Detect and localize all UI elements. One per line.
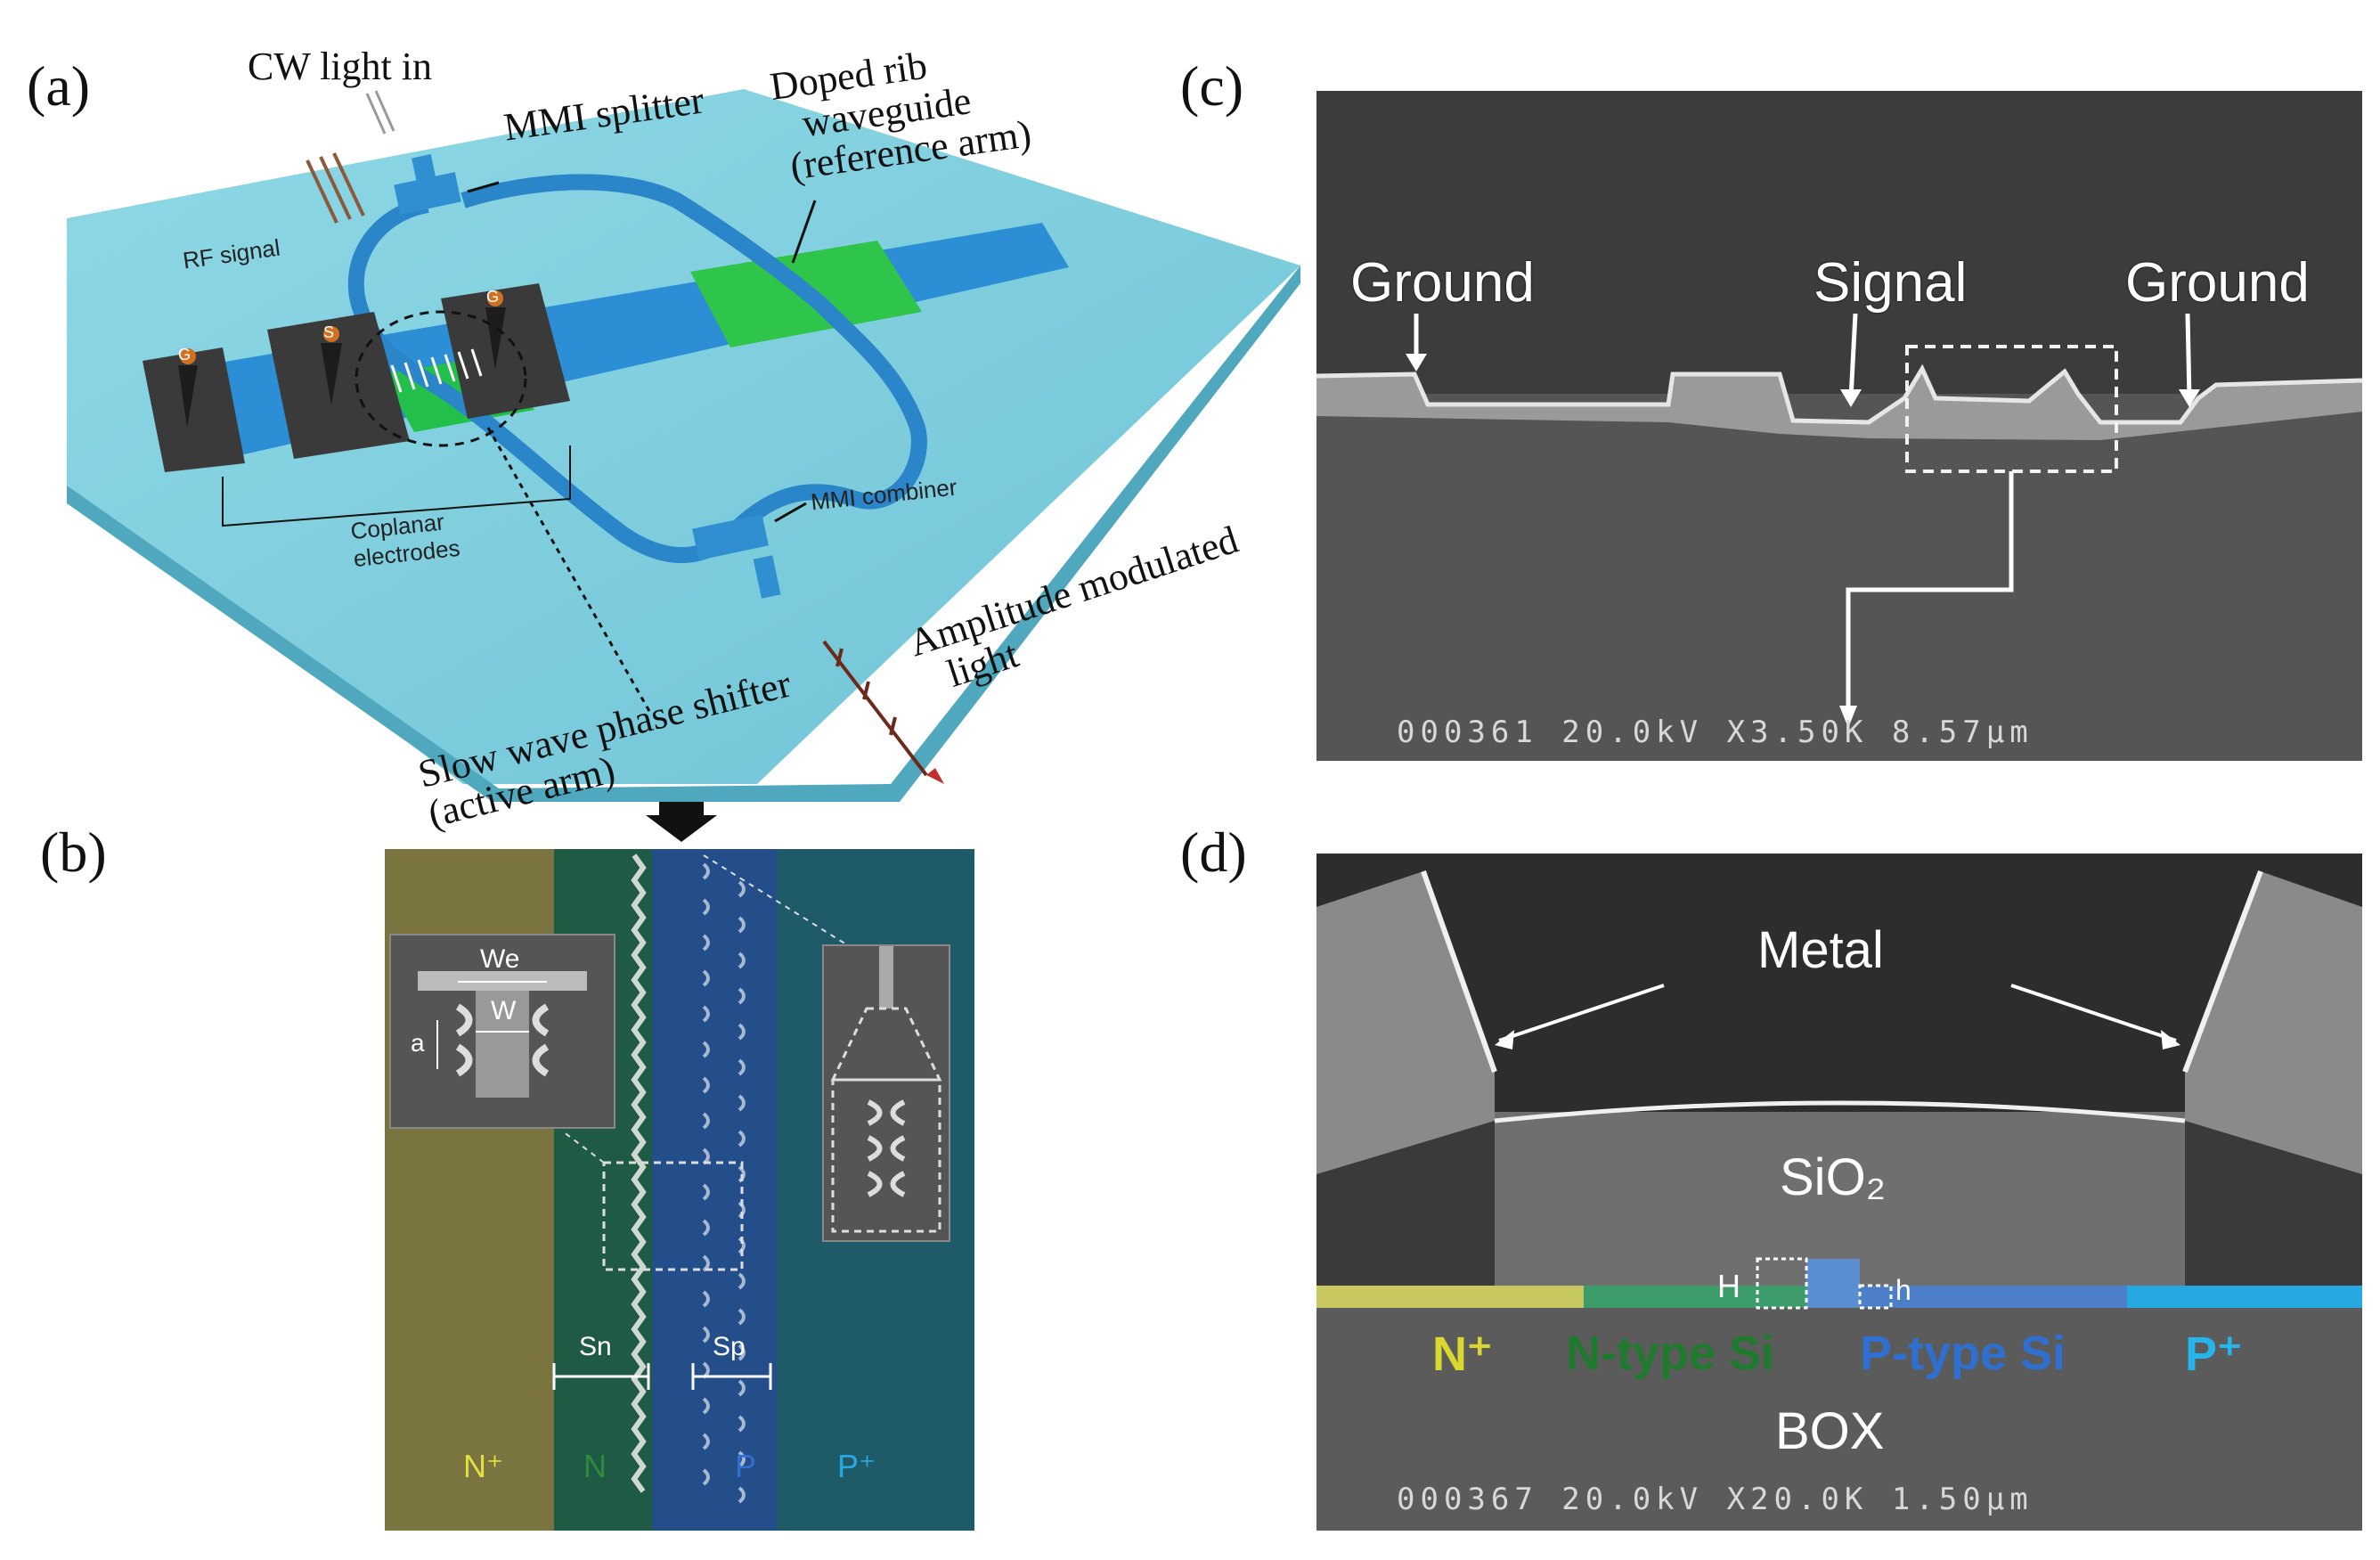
sem-image-d: Metal SiO₂ H h N⁺ N-type Si P-type Si P⁺… (1316, 854, 2362, 1531)
sem-d-structure (1316, 854, 2362, 1531)
p-type-label: P-type Si (1860, 1327, 2066, 1380)
h-big-label: H (1717, 1268, 1740, 1304)
cw-light-arrows (365, 90, 395, 135)
inset-left-structure (418, 971, 587, 1098)
metal-right (2185, 871, 2362, 1174)
probe-tip-g2 (485, 307, 506, 370)
slow-wave-marks (390, 348, 483, 393)
inset-w-label: W (491, 996, 517, 1025)
n-type-label: N-type Si (1566, 1327, 1775, 1380)
output-arrowhead (926, 768, 944, 784)
mmi-combiner-output (753, 555, 781, 599)
layer-rib (1806, 1259, 1860, 1308)
probe-tip-s (321, 343, 342, 405)
coplanar-bracket (222, 445, 571, 527)
signal-highlight-box (1905, 345, 2118, 473)
slow-wave-pointer (486, 427, 652, 714)
panel-d-label: (d) (1180, 821, 1247, 884)
p-plus-label: P⁺ (2185, 1327, 2243, 1381)
region-label-p-plus: P⁺ (837, 1448, 876, 1484)
sio2-label: SiO₂ (1780, 1148, 1887, 1206)
sem-image-c: Ground Signal Ground 000361 20.0kV X3.50… (1316, 91, 2362, 761)
box-region (1316, 1308, 2362, 1531)
sn-label: Sn (579, 1332, 612, 1361)
electrode-mark-g1: G (178, 346, 192, 363)
n-plus-label: N⁺ (1432, 1327, 1493, 1381)
signal-pointer-line (1846, 471, 2014, 715)
probe-contact-s (323, 326, 339, 342)
rf-arrows (306, 152, 365, 224)
sem-d-footer: 000367 20.0kV X20.0K 1.50μm (1397, 1482, 2034, 1517)
panel-a-label: (a) (27, 54, 91, 118)
inset-we-label: We (480, 944, 520, 974)
region-label-p: P (735, 1448, 757, 1484)
mmi-splitter-input (412, 154, 436, 184)
mmi-splitter-block (394, 172, 461, 215)
probe-tip-g1 (178, 365, 198, 428)
sem-c-structure (1316, 91, 2362, 761)
electrode-ground-left (143, 347, 245, 472)
region-p (652, 849, 777, 1531)
electrode-signal (267, 312, 410, 459)
active-region-highlight (355, 310, 527, 447)
down-arrow-icon (646, 802, 717, 842)
output-light-arrows (822, 640, 928, 777)
electrode-mark-g2: G (486, 288, 500, 306)
combiner-pointer (774, 502, 807, 523)
inset-right (822, 944, 950, 1242)
chip-edge (67, 265, 1300, 802)
signal-label: Signal (1814, 252, 1968, 314)
panel-b-label: (b) (40, 821, 107, 884)
h-small-label: h (1895, 1274, 1911, 1306)
box-label: BOX (1775, 1402, 1885, 1460)
layer-p-plus (2127, 1286, 2362, 1308)
region-label-n-plus: N⁺ (463, 1448, 503, 1484)
layer-n-type (1584, 1286, 1815, 1308)
splitter-pointer (467, 181, 500, 193)
layer-n-plus (1316, 1286, 1584, 1308)
waveguide-loop (347, 174, 927, 563)
sem-c-footer: 000361 20.0kV X3.50K 8.57μm (1397, 715, 2034, 750)
inset-a-label: a (411, 1029, 425, 1057)
ground-left-label: Ground (1350, 252, 1535, 314)
mmi-combiner-block (692, 514, 769, 560)
ground-right-label: Ground (2125, 252, 2310, 314)
electrode-mark-s: S (323, 323, 335, 341)
inset-left: We W a (389, 934, 615, 1129)
panel-a-illustration (67, 89, 1300, 802)
coplanar-label: Coplanar electrodes (349, 507, 461, 573)
region-label-n: N (583, 1448, 607, 1484)
reference-pointer (791, 200, 817, 264)
metal-pointers (1498, 984, 2177, 1042)
inset-right-structure (830, 946, 942, 1233)
cw-light-in-label: CW light in (248, 45, 432, 88)
layer-p-type (1860, 1286, 2127, 1308)
sp-label: Sp (713, 1332, 746, 1361)
metal-label: Metal (1757, 921, 1884, 979)
panel-c-label: (c) (1180, 54, 1244, 118)
probe-contact-g1 (180, 348, 196, 364)
probe-contact-g2 (487, 290, 503, 306)
sio2-region (1495, 1112, 2185, 1286)
